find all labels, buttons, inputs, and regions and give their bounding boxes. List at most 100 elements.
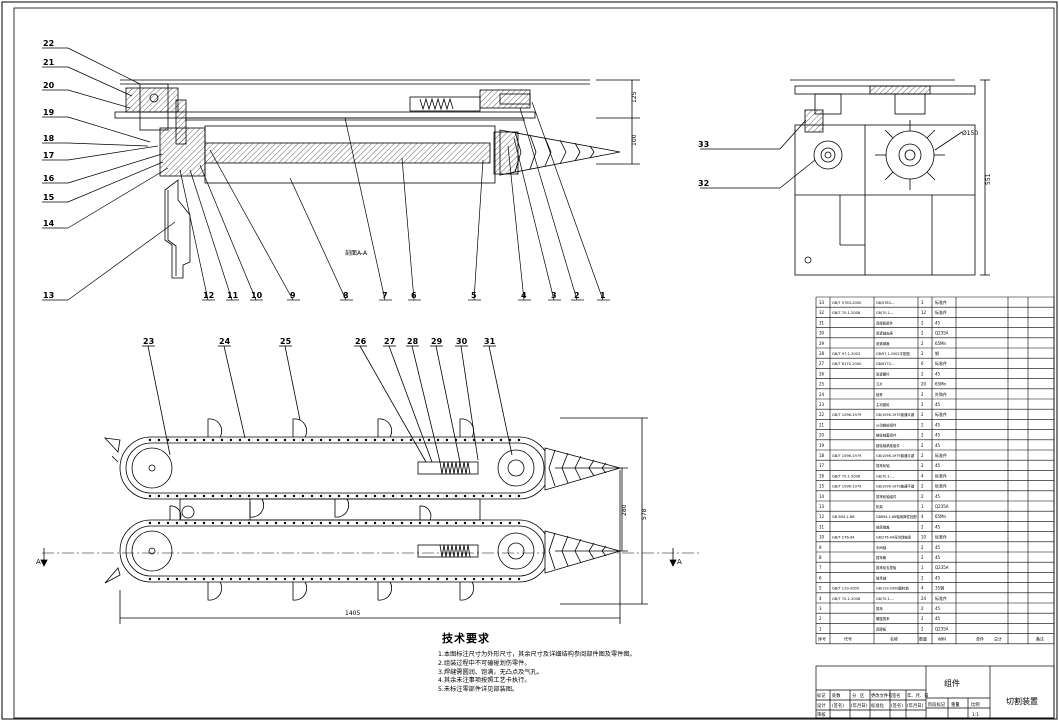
bom-material: 35钢 [935,585,944,591]
bom-material: 标准件 [935,299,947,305]
chain-link [202,577,206,581]
bom-qty: 2 [921,616,924,621]
bom-qty: 2 [921,606,924,611]
chain-link [256,438,260,442]
chain-link [220,438,224,442]
bom-qty: 2 [921,453,924,458]
tech-item: 5.未标注零部件详见部装图。 [438,686,519,694]
dim-plan-outer: 578 [641,508,648,520]
bom-header-unit-weight: 单件 [976,636,984,642]
chain-link [166,521,170,525]
chain-link [274,577,278,581]
bom-name: 拨禾筒 [876,555,887,560]
chain-link [310,521,314,525]
chain-link [265,438,269,442]
bom-no: 18 [819,453,825,458]
bom-no: 4 [819,596,822,601]
chain-link [166,494,170,498]
bom-std: GB/T 276-94 [832,536,855,540]
chain-link [328,521,332,525]
chain-link [400,494,404,498]
bom-qty: 4 [921,586,924,591]
chain-link [409,438,413,442]
bom-material: 标准件 [935,595,947,601]
bom-material: 标准件 [935,360,947,366]
svg-text:区: 区 [860,693,865,699]
bom-std: GB/T 70.1-2008 [832,311,861,315]
chain-link [472,577,476,581]
chain-link [157,494,161,498]
bom-material: 标准件 [935,411,947,417]
chain-link [400,521,404,525]
chain-link [400,438,404,442]
chain-link [436,494,440,498]
chain-link [445,438,449,442]
chain-link [229,438,233,442]
bom-qty: 3 [921,300,924,305]
chain-link [436,438,440,442]
chain-link [202,438,206,442]
chain-link [319,494,323,498]
callout-19: 19 [43,108,55,117]
bom-std: GB/T 70.1-2008 [832,474,861,478]
stage-label: 阶段标记 [928,701,946,708]
tech-requirements-list: 1.本图标注尺寸为外形尺寸，其余尺寸及详细结构参阅部件图及零件图。 2.组装过程… [438,651,636,695]
bom-header-qty: 数量 [919,636,927,642]
callout-32: 32 [698,179,709,188]
tech-item: 3.焊缝需圆润、饱满，无凸点及气孔。 [438,668,543,676]
bom-material: 45 [935,422,941,427]
chain-link [184,521,188,525]
chain-link [193,438,197,442]
bom-material: 45 [935,545,941,550]
chain-link [283,521,287,525]
callout-27: 27 [384,337,395,346]
chain-link [274,438,278,442]
bom-header-name: 名称 [890,636,898,642]
chain-link [238,521,242,525]
dim-plan-inner: 280 [621,504,628,516]
bom-std: GB/T 1096-1979 [832,485,862,489]
bom-no: 10 [819,535,825,540]
svg-text:标准化: 标准化 [871,702,885,709]
chain-link [175,438,179,442]
bom-no: 7 [819,565,822,570]
chain-link [319,438,323,442]
chain-link [211,494,215,498]
bom-name: 拨禾轮轴 [876,463,890,468]
chain-link [274,494,278,498]
chain-link [184,577,188,581]
svg-text:审核: 审核 [817,711,826,718]
chain-link [445,494,449,498]
bom-name: GB/70.1-... [876,474,894,478]
svg-text:分: 分 [852,692,857,699]
bom-material: Q235A [935,626,949,631]
bom-no: 25 [819,382,825,387]
callout-24: 24 [219,337,231,346]
tech-requirements-title: 技术要求 [442,632,490,645]
bom-material: 45 [935,494,941,499]
scale-label: 比例 [971,701,980,708]
chain-link [463,577,467,581]
callouts-plan: 23 24 25 26 27 28 29 30 31 [143,337,496,346]
bom-name: 中间轴 [876,545,887,550]
chain-link [328,577,332,581]
scale-value: 1:1 [972,712,979,718]
bom-qty: 6 [921,361,924,366]
chain-link [409,494,413,498]
bom-std: GB/T 5783-2000 [832,301,862,305]
chain-link [283,438,287,442]
chain-link [292,494,296,498]
bom-qty: 2 [921,545,924,550]
svg-text:(年月日): (年月日) [907,702,924,709]
bom-qty: 2 [921,463,924,468]
bom-material: 标准件 [935,534,947,540]
dim-end-height: 551 [985,173,992,185]
bom-material: 45 [935,524,941,529]
chain-link [337,577,341,581]
chain-link [490,494,494,498]
bom-no: 14 [819,494,825,499]
chain-link [409,521,413,525]
bom-name: GB/6170-... [876,362,895,366]
chain-link [256,577,260,581]
